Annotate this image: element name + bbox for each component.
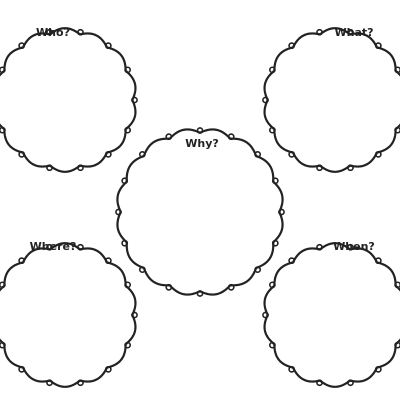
bubble-what: What? [262,26,400,173]
frame-curl [278,208,285,216]
bubble-why-label: Why? [185,137,219,150]
frame-curl [104,42,112,50]
frame-curl [374,42,382,50]
bubble-why-frame [116,128,284,296]
bubble-who: Who? [0,26,138,173]
frame-curl [18,42,26,50]
frame-curl [347,379,354,387]
frame-curl [347,164,354,172]
frame-curl [46,28,53,36]
bubble-why: Why? [115,127,285,297]
frame-curl [18,150,26,158]
frame-curl [196,290,204,297]
frame-curl [46,379,53,387]
frame-curl [138,150,146,158]
frame-curl [347,28,354,36]
frame-curl [0,126,6,134]
frame-curl [131,96,138,104]
frame-curl [0,281,6,289]
frame-curl [124,281,132,289]
frame-curl [394,341,400,349]
frame-curl [77,243,84,251]
frame-curl [254,150,262,158]
frame-curl [46,243,53,251]
bubble-when-label: When? [333,240,375,253]
frame-curl [262,311,269,319]
bubble-where-frame [0,242,137,388]
frame-curl [104,150,112,158]
bubble-where: Where? [0,240,138,388]
frame-curl [394,281,400,289]
bubble-what-label: What? [334,26,373,39]
frame-curl [316,379,323,387]
frame-curl [0,66,6,74]
frame-curl [104,365,112,373]
frame-curl [347,243,354,251]
frame-curl [394,66,400,74]
bubble-what-frame [263,27,400,173]
frame-curl [394,126,400,134]
frame-curl [288,42,296,50]
frame-curl [121,239,129,247]
frame-curl [46,164,53,172]
frame-curl [288,257,296,265]
frame-curl [316,164,323,172]
frame-curl [77,28,84,36]
frame-curl [268,281,276,289]
frame-curl [271,177,279,185]
frame-curl [374,257,382,265]
frame-curl [227,283,235,291]
frame-curl [271,239,279,247]
frame-curl [124,66,132,74]
frame-curl [18,365,26,373]
frame-curl [288,365,296,373]
frame-curl [77,164,84,172]
frame-curl [124,341,132,349]
frame-curl [268,66,276,74]
frame-curl [262,96,269,104]
bubble-when: When? [262,240,400,388]
frame-curl [288,150,296,158]
frame-curl [196,127,204,134]
frame-curl [121,177,129,185]
bubble-who-label: Who? [36,26,70,39]
frame-curl [131,311,138,319]
bubble-where-label: Where? [30,240,77,253]
frame-curl [165,283,173,291]
frame-curl [77,379,84,387]
frame-curl [268,341,276,349]
frame-curl [18,257,26,265]
bubble-who-frame [0,27,137,173]
frame-curl [316,243,323,251]
frame-curl [0,341,6,349]
frame-curl [165,133,173,141]
frame-curl [374,365,382,373]
frame-curl [115,208,122,216]
frame-curl [254,266,262,274]
bubble-when-frame [263,242,400,388]
frame-curl [124,126,132,134]
frame-curl [104,257,112,265]
frame-curl [316,28,323,36]
frame-curl [268,126,276,134]
frame-curl [374,150,382,158]
frame-curl [227,133,235,141]
frame-curl [138,266,146,274]
